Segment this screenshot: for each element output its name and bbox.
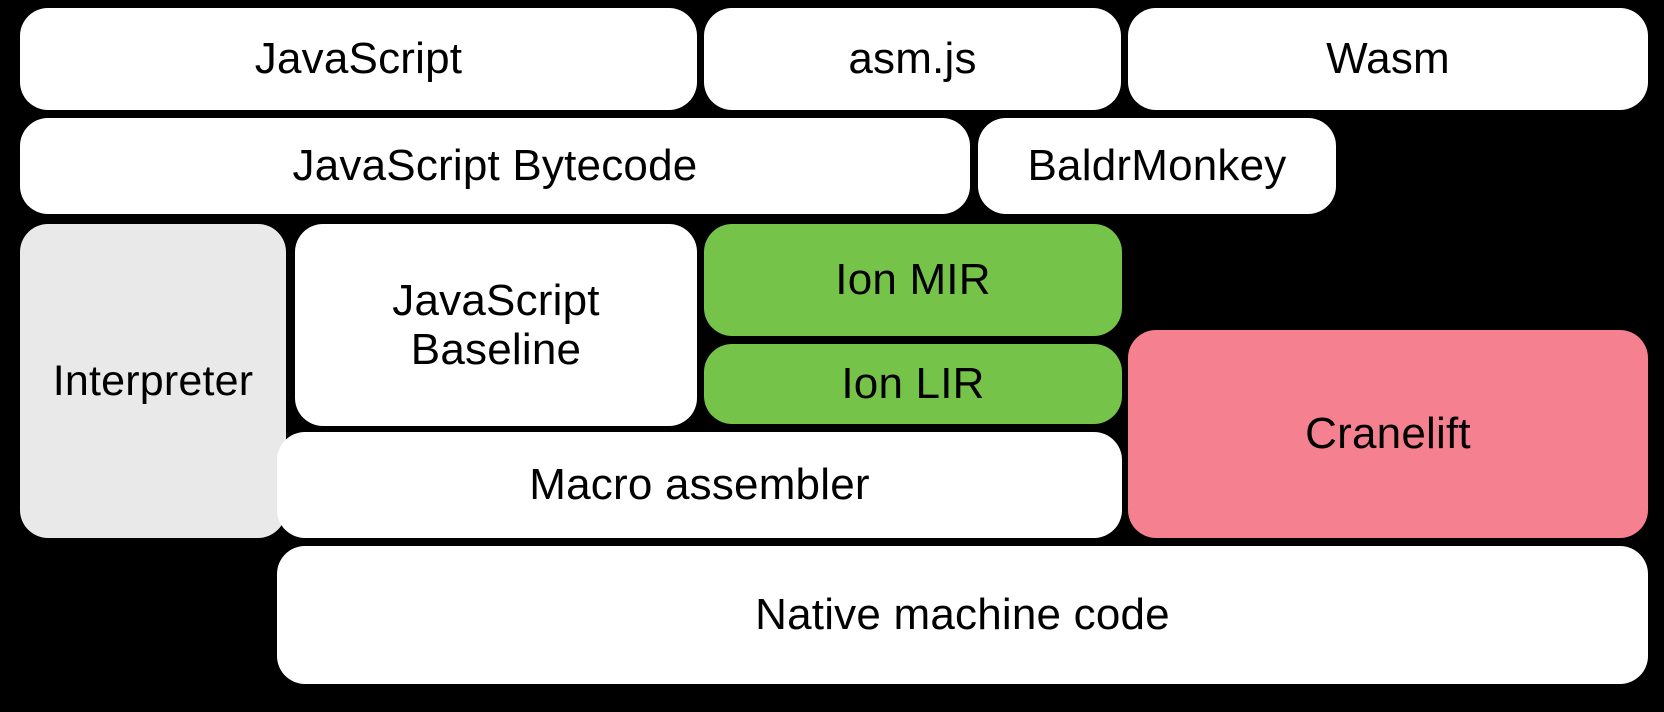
node-javascript-bytecode: JavaScript Bytecode	[20, 118, 970, 214]
node-ion-mir: Ion MIR	[704, 224, 1122, 336]
node-javascript: JavaScript	[20, 8, 697, 110]
node-wasm: Wasm	[1128, 8, 1648, 110]
node-cranelift: Cranelift	[1128, 330, 1648, 538]
node-macro-assembler: Macro assembler	[277, 432, 1122, 538]
node-interpreter: Interpreter	[20, 224, 286, 538]
node-native-machine-code: Native machine code	[277, 546, 1648, 684]
node-ion-lir: Ion LIR	[704, 344, 1122, 424]
node-asmjs: asm.js	[704, 8, 1121, 110]
node-baldrmonkey: BaldrMonkey	[978, 118, 1336, 214]
node-javascript-baseline: JavaScript Baseline	[295, 224, 697, 426]
